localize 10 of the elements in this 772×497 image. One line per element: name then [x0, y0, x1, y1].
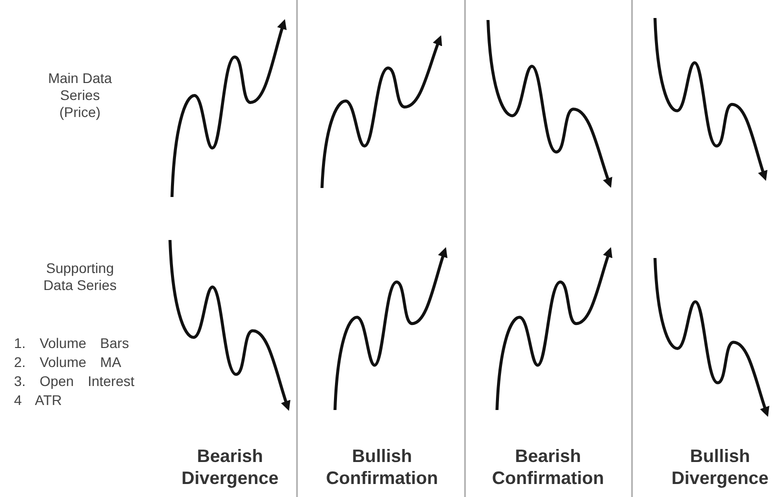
series-label: Main Data Series (Price)	[47, 70, 113, 121]
list-item: 1. Volume Bars	[14, 335, 130, 352]
list-item: 3. Open Interest	[14, 373, 136, 390]
panel-caption: Bearish Confirmation	[491, 445, 605, 489]
panel-caption: Bullish Divergence	[670, 445, 770, 489]
list-item: 4 ATR	[14, 392, 63, 409]
list-item: 2. Volume MA	[14, 354, 122, 371]
series-label: Supporting Data Series	[42, 260, 118, 294]
panel-caption: Bearish Divergence	[180, 445, 280, 489]
panel-caption: Bullish Confirmation	[325, 445, 439, 489]
